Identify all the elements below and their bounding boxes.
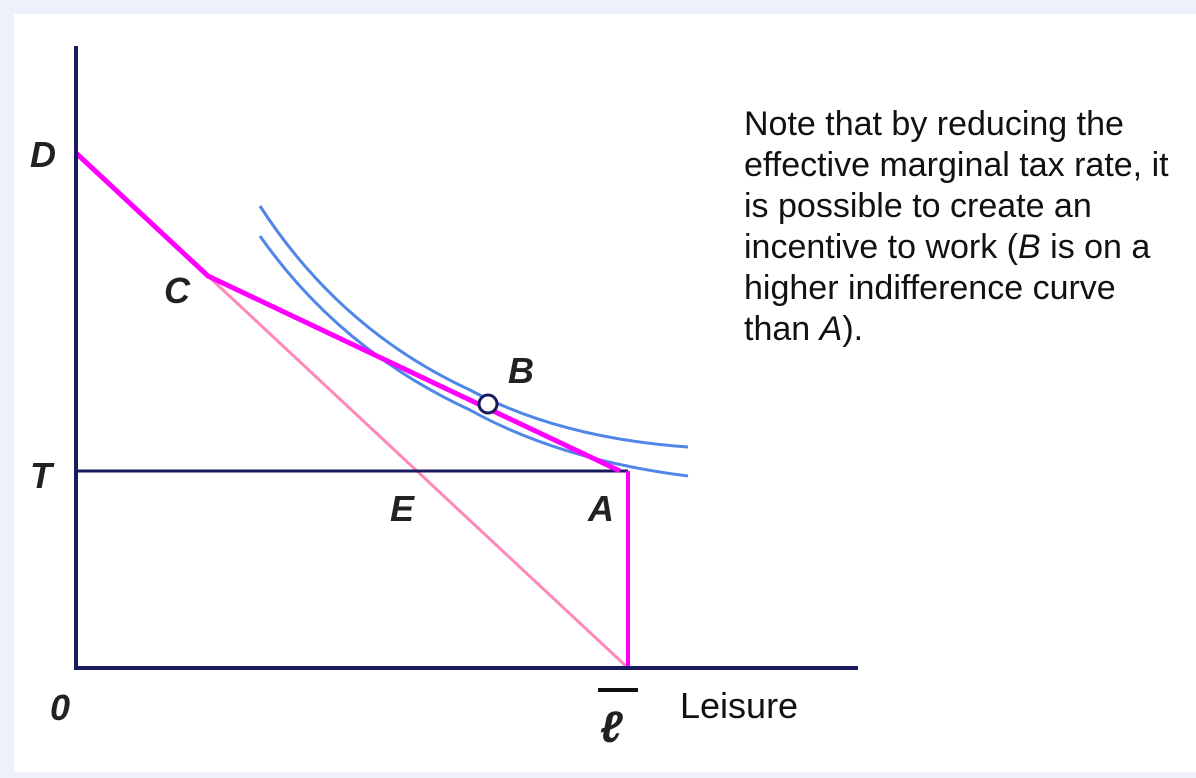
note-text-3: ). [842,310,864,348]
label-b: B [508,350,534,391]
annotation-note: Note that by reducing the effective marg… [744,104,1184,350]
label-origin: 0 [50,687,70,728]
label-e: E [390,488,415,529]
label-c: C [164,270,191,311]
x-axis-label: Leisure [680,685,798,726]
note-a-letter: A [819,310,843,348]
note-text-2: is on a higher indifference curve than [744,228,1151,348]
indifference-curve-higher [258,205,689,449]
label-lbar: ℓ [600,703,623,752]
label-a: A [587,488,614,529]
note-b-letter: B [1018,228,1041,266]
point-b-marker [477,393,499,415]
note-text-1: Note that by reducing the effective marg… [744,105,1169,266]
label-t: T [30,455,55,496]
label-d: D [30,134,56,175]
indifference-curve-lower [258,235,689,478]
